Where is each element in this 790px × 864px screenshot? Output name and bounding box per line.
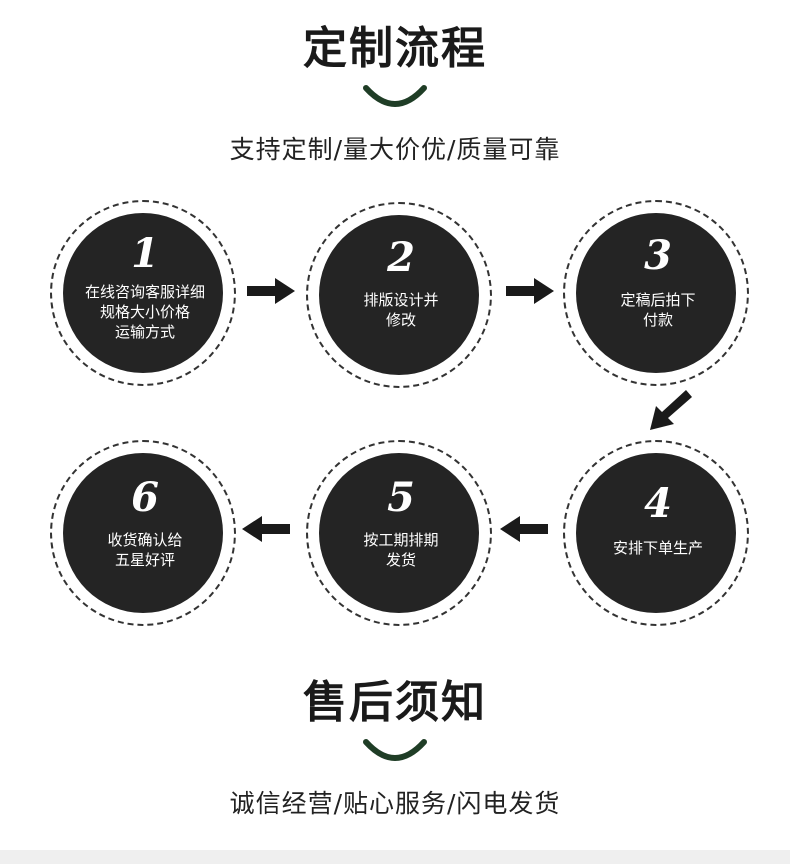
smile-curve-icon [363,739,427,761]
step-number: 2 [387,234,415,281]
step-number: 1 [131,230,159,277]
step-text: 在线咨询客服详细 规格大小价格 运输方式 [84,283,205,341]
arrow-left-icon [242,516,290,542]
step-1: 1 在线咨询客服详细 规格大小价格 运输方式 [50,200,236,386]
step-text: 按工期排期 发货 [363,531,439,569]
step-number: 4 [644,480,672,527]
step-disc [576,453,736,613]
aftersale-title: 售后须知 [303,677,487,728]
step-6: 6 收货确认给 五星好评 [50,440,236,626]
step-disc [63,453,223,613]
arrow-down-left-icon [650,390,692,430]
bottom-band [0,850,790,864]
smile-curve-icon [363,85,427,107]
step-text: 定稿后拍下 付款 [620,291,696,329]
step-number: 5 [387,474,415,521]
step-5: 5 按工期排期 发货 [306,440,492,626]
step-number: 6 [131,474,159,521]
step-4: 4 安排下单生产 [563,440,749,626]
arrow-right-icon [506,278,554,304]
arrow-left-icon [500,516,548,542]
step-2: 2 排版设计并 修改 [306,202,492,388]
step-text: 排版设计并 修改 [363,291,439,329]
step-number: 3 [644,232,672,279]
process-subtitle: 支持定制/量大价优/质量可靠 [229,135,561,164]
process-title: 定制流程 [303,23,487,74]
step-disc [319,215,479,375]
arrow-right-icon [247,278,295,304]
step-text: 安排下单生产 [612,539,703,557]
step-disc [319,453,479,613]
step-text: 收货确认给 五星好评 [107,531,183,569]
aftersale-subtitle: 诚信经营/贴心服务/闪电发货 [229,789,561,818]
step-disc [576,213,736,373]
step-3: 3 定稿后拍下 付款 [563,200,749,386]
step-disc [63,213,223,373]
